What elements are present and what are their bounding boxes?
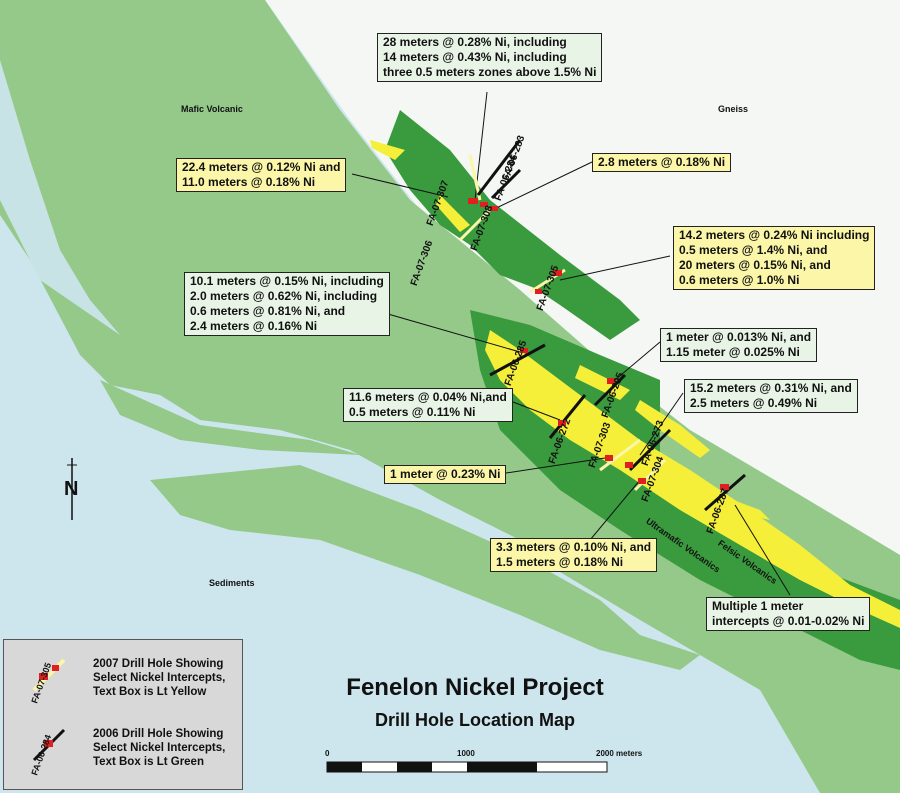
legend-symbols <box>32 658 66 762</box>
mafic-lower-lobe <box>150 465 700 670</box>
felsic-lens-north <box>370 140 405 160</box>
intercept-line: 28 meters @ 0.28% Ni, including <box>383 35 567 49</box>
legend-text-2007: 2007 Drill Hole Showing Select Nickel In… <box>93 657 225 699</box>
legend-line: Text Box is Lt Yellow <box>93 686 207 698</box>
legend: FA-07-305 FA-06-284 2007 Drill Hole Show… <box>3 639 243 790</box>
felsic-lens-4 <box>635 400 710 458</box>
gneiss-label: Gneiss <box>718 104 749 114</box>
legend-line: 2006 Drill Hole Showing <box>93 728 224 740</box>
intercept-box: Multiple 1 meter intercepts @ 0.01-0.02%… <box>706 597 871 631</box>
page-subtitle: Drill Hole Location Map <box>374 710 575 730</box>
intercept-line: 0.5 meters @ 1.4% Ni, and <box>679 243 828 257</box>
intercept-box: 14.2 meters @ 0.24% Ni including 0.5 met… <box>673 226 876 290</box>
scale-label-0: 0 <box>325 749 330 758</box>
scale-label-1000: 1000 <box>457 749 475 758</box>
intercept-box: 2.8 meters @ 0.18% Ni <box>592 153 732 172</box>
intercept-line: 2.5 meters @ 0.49% Ni <box>690 396 818 410</box>
sediment-strip <box>0 60 120 335</box>
intercept-line: three 0.5 meters zones above 1.5% Ni <box>383 65 597 79</box>
mafic-volcanic-label: Mafic Volcanic <box>181 104 243 114</box>
legend-line: 2007 Drill Hole Showing <box>93 658 224 670</box>
intercept-line: 15.2 meters @ 0.31% Ni, and <box>690 381 852 395</box>
intercept-line: 1 meter @ 0.013% Ni, and <box>666 330 812 344</box>
intercept-line: 0.6 meters @ 1.0% Ni <box>679 273 800 287</box>
felsic-main <box>485 330 900 628</box>
intercept-line: 22.4 meters @ 0.12% Ni and <box>182 160 341 174</box>
intercept-line: 20 meters @ 0.15% Ni, and <box>679 258 831 272</box>
intercept-line: 2.8 meters @ 0.18% Ni <box>598 155 726 169</box>
legend-text-2006: 2006 Drill Hole Showing Select Nickel In… <box>93 727 225 769</box>
scale-label-2000: 2000 meters <box>596 749 643 758</box>
legend-intercept-2007-icon <box>39 673 48 680</box>
intercept-line: intercepts @ 0.01-0.02% Ni <box>712 614 865 628</box>
leader-lines <box>351 91 791 596</box>
intercept-box: 10.1 meters @ 0.15% Ni, including 2.0 me… <box>184 272 390 336</box>
legend-intercept-2006-icon <box>44 740 53 747</box>
intercept-line: 2.4 meters @ 0.16% Ni <box>190 319 318 333</box>
intercept-box: 1 meter @ 0.23% Ni <box>384 465 507 484</box>
scale-bar <box>326 761 608 773</box>
intercept-box: 22.4 meters @ 0.12% Ni and 11.0 meters @… <box>176 158 347 192</box>
intercept-line: 0.6 meters @ 0.81% Ni, and <box>190 304 346 318</box>
intercept-line: 1 meter @ 0.23% Ni <box>390 467 501 481</box>
legend-line: Text Box is Lt Green <box>93 756 204 768</box>
page-title: Fenelon Nickel Project <box>346 674 604 701</box>
north-arrow-icon <box>67 458 77 520</box>
intercept-box: 3.3 meters @ 0.10% Ni, and 1.5 meters @ … <box>490 538 658 572</box>
intercept-box: 11.6 meters @ 0.04% Ni,and 0.5 meters @ … <box>343 388 513 422</box>
felsic-lens-5 <box>720 495 770 520</box>
intercept-box: 1 meter @ 0.013% Ni, and 1.15 meter @ 0.… <box>660 328 818 362</box>
drill-holes <box>458 139 746 512</box>
north-label: N <box>64 478 79 500</box>
intercept-line: 14 meters @ 0.43% Ni, including <box>383 50 567 64</box>
ultramafic-upper <box>385 110 640 340</box>
intercept-line: Multiple 1 meter <box>712 599 804 613</box>
felsic-lens-2 <box>436 195 470 232</box>
legend-line: Select Nickel Intercepts, <box>93 672 226 684</box>
intercept-line: 0.5 meters @ 0.11% Ni <box>349 405 476 419</box>
legend-line: Select Nickel Intercepts, <box>93 742 226 754</box>
intercept-line: 14.2 meters @ 0.24% Ni including <box>679 228 870 242</box>
intercept-line: 10.1 meters @ 0.15% Ni, including <box>190 274 384 288</box>
intercept-line: 1.5 meters @ 0.18% Ni <box>496 555 624 569</box>
mafic-band <box>100 380 360 455</box>
intercept-line: 3.3 meters @ 0.10% Ni, and <box>496 540 652 554</box>
intercept-line: 11.0 meters @ 0.18% Ni <box>182 175 316 189</box>
felsic-lens-3 <box>575 365 630 400</box>
ultramafic-sliver <box>470 245 600 305</box>
intercept-box: 28 meters @ 0.28% Ni, including 14 meter… <box>377 33 603 82</box>
mafic-west-lobe <box>0 300 160 470</box>
intercept-line: 2.0 meters @ 0.62% Ni, including <box>190 289 378 303</box>
sediments-label: Sediments <box>209 578 255 588</box>
intercept-line: 11.6 meters @ 0.04% Ni,and <box>349 390 507 404</box>
intercept-line: 1.15 meter @ 0.025% Ni <box>666 345 800 359</box>
intercept-box: 15.2 meters @ 0.31% Ni, and 2.5 meters @… <box>684 379 858 413</box>
